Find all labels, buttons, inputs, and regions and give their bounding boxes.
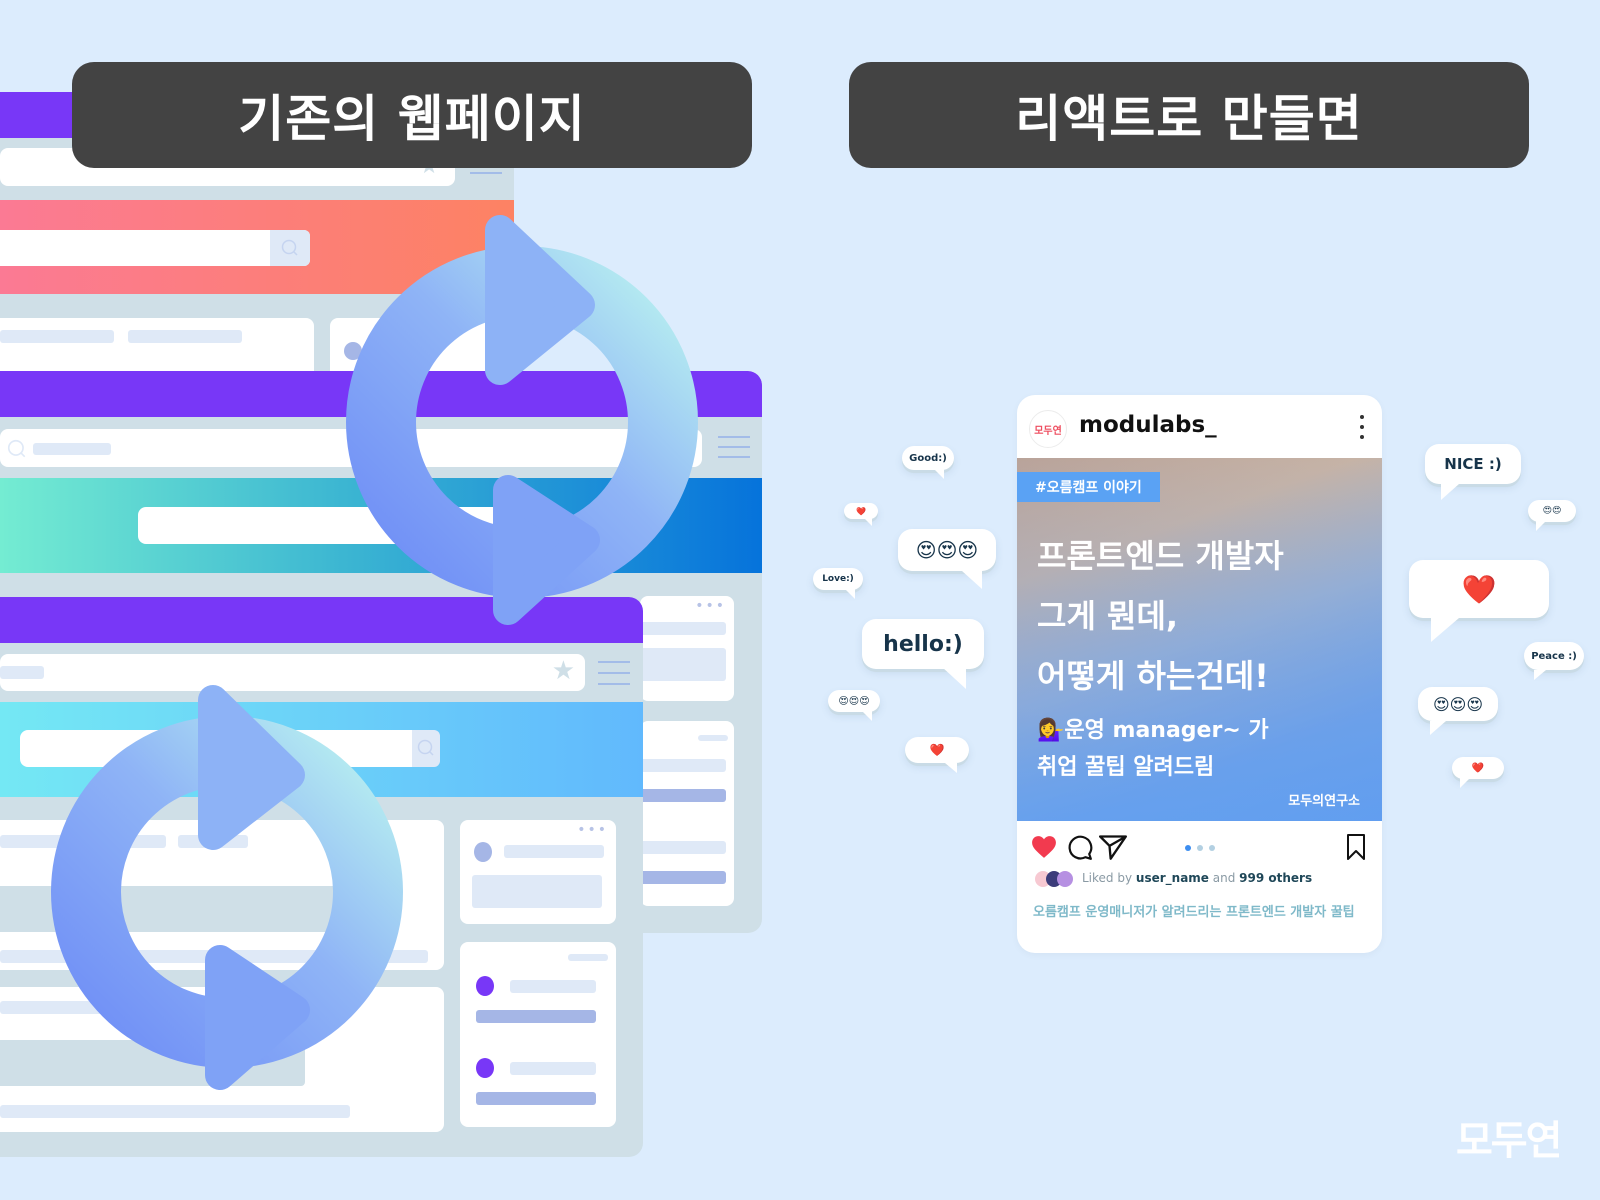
bubble-hello: hello:) [862,619,984,689]
search-icon [281,239,298,256]
bubble-heart-small: ❤️ [905,737,969,773]
bubble-heart-small: ❤️ [1452,757,1504,788]
carousel-indicator[interactable] [1185,845,1219,851]
comment-icon[interactable] [1067,835,1093,861]
post-username[interactable]: modulabs_ [1079,412,1217,438]
post-caption: 오름캠프 운영매니저가 알려드리는 프론트엔드 개발자 꿀팁 [1033,905,1355,920]
post-subtext: 💁‍♀️운영 manager~ 가 취업 꿀팁 알려드림 [1037,718,1269,780]
bubble-love: Love:) [813,568,863,599]
liked-by-avatars [1035,871,1077,887]
post-tag: #오름캠프 이야기 [1017,472,1160,502]
bubble-hearteyes-2: 😍😍 [1528,500,1576,531]
menu-icon [598,661,630,685]
liked-by-user-link[interactable]: user_name [1135,871,1209,885]
bubble-good: Good:) [902,446,954,479]
post-headline: 프론트엔드 개발자 그게 뭔데, 어떻게 하는건데! [1037,537,1284,695]
bookmark-icon[interactable] [1346,834,1366,860]
avatar[interactable]: 모두연 [1029,410,1067,448]
side-card: ••• [640,596,734,701]
send-icon[interactable] [1099,834,1127,860]
bubble-peace: Peace :) [1524,642,1584,680]
likes-count[interactable]: 999 others [1239,871,1313,885]
watermark: 모두의연구소 [1288,794,1360,809]
hero-search-field [0,230,310,266]
heart-icon[interactable] [1031,835,1057,859]
likes-summary: Liked by user_name and 999 others [1082,871,1313,885]
menu-icon [718,436,750,458]
search-icon [7,439,26,458]
bubble-heart-small: ❤️ [844,503,878,526]
search-icon [417,739,434,756]
more-vertical-icon[interactable] [1360,415,1364,441]
refresh-icon [51,685,403,1090]
bubble-hearteyes-large: 😍😍😍 [898,529,996,589]
post-image[interactable]: #오름캠프 이야기 프론트엔드 개발자 그게 뭔데, 어떻게 하는건데! 💁‍♀… [1017,458,1382,821]
list-card [460,942,616,1127]
brand-logo: 모두연 [1456,1118,1562,1164]
address-bar: ★ [0,654,585,691]
headline-with-react: 리액트로 만들면 [849,62,1529,168]
star-icon: ★ [551,656,575,686]
menu-icon [470,164,502,186]
headline-legacy-webpage: 기존의 웹페이지 [72,62,752,168]
bubble-heart-large: ❤️ [1409,560,1549,642]
social-post-card: 모두연 modulabs_ #오름캠프 이야기 프론트엔드 개발자 그게 뭔데,… [1017,395,1382,953]
post-header: 모두연 modulabs_ [1017,395,1382,459]
refresh-icon [346,215,698,625]
side-card [640,721,734,906]
bubble-nice: NICE :) [1425,444,1521,500]
bubble-hearteyes-small: 😍😍😍 [828,690,880,721]
profile-card: ••• [460,820,616,924]
bubble-hearteyes-3: 😍😍😍 [1418,687,1498,735]
